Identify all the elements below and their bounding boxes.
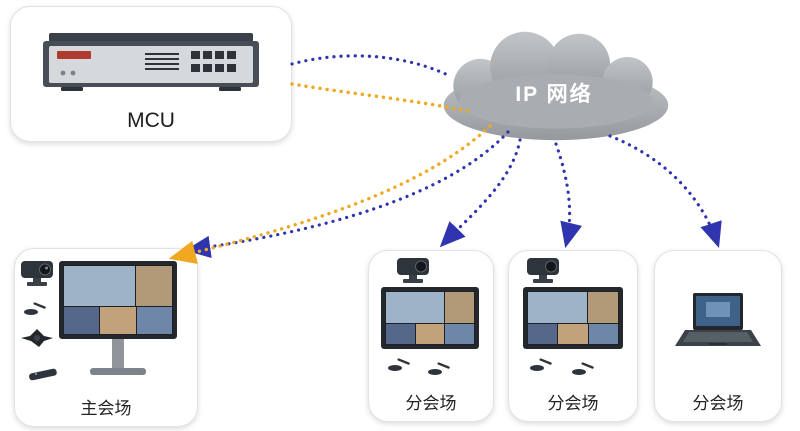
tv-stand (112, 339, 124, 369)
mcu-server-icon (43, 33, 259, 91)
video-tile (528, 292, 588, 323)
video-tile (64, 307, 100, 334)
cloud-label: IP 网络 (515, 83, 593, 106)
tv-screen (523, 287, 623, 349)
mic-icon (572, 362, 594, 375)
link-mcu-cloud-blue (290, 54, 452, 78)
video-tile (588, 323, 618, 344)
mcu-label: MCU (127, 109, 175, 132)
video-tile (386, 323, 415, 344)
link-cloud-branch1 (439, 138, 522, 248)
branch-venue-card-2: 分会场 (508, 250, 638, 422)
mcu-card: MCU (10, 6, 292, 142)
video-tile (445, 292, 474, 323)
video-tile (136, 266, 172, 307)
ip-network-cloud: IP 网络 (428, 26, 680, 146)
remote-icon (29, 368, 57, 381)
mic-icon (24, 302, 46, 315)
camera-icon (21, 261, 53, 286)
link-cloud-branch3 (608, 134, 722, 249)
laptop-icon (675, 293, 761, 346)
mic-icon (388, 358, 410, 371)
venue-label: 主会场 (80, 399, 132, 418)
video-tile (588, 292, 618, 323)
mic-icon (428, 362, 450, 375)
video-tile (558, 323, 588, 344)
video-tile (528, 323, 558, 344)
video-tile (415, 323, 445, 344)
tv-screen (381, 287, 479, 349)
link-cloud-branch2 (554, 142, 583, 249)
video-tile (136, 307, 172, 334)
mic-icon (530, 358, 552, 371)
main-venue-card: 主会场 (14, 248, 198, 427)
venue-label: 分会场 (692, 394, 744, 413)
video-tile (100, 307, 136, 334)
video-tile (445, 323, 475, 344)
camera-icon (397, 258, 429, 283)
speakerphone-icon (21, 329, 53, 347)
cloud-icon (443, 31, 669, 141)
branch-venue-card-3: 分会场 (654, 250, 782, 422)
venue-label: 分会场 (547, 394, 599, 413)
branch-venue-card-1: 分会场 (368, 250, 494, 422)
link-cloud-main-blue (184, 130, 510, 259)
video-tile (386, 292, 444, 323)
camera-icon (527, 258, 559, 283)
tv-stand-base (90, 368, 146, 375)
video-tile (64, 266, 136, 307)
venue-label: 分会场 (405, 394, 457, 413)
tv-screen (59, 261, 177, 339)
